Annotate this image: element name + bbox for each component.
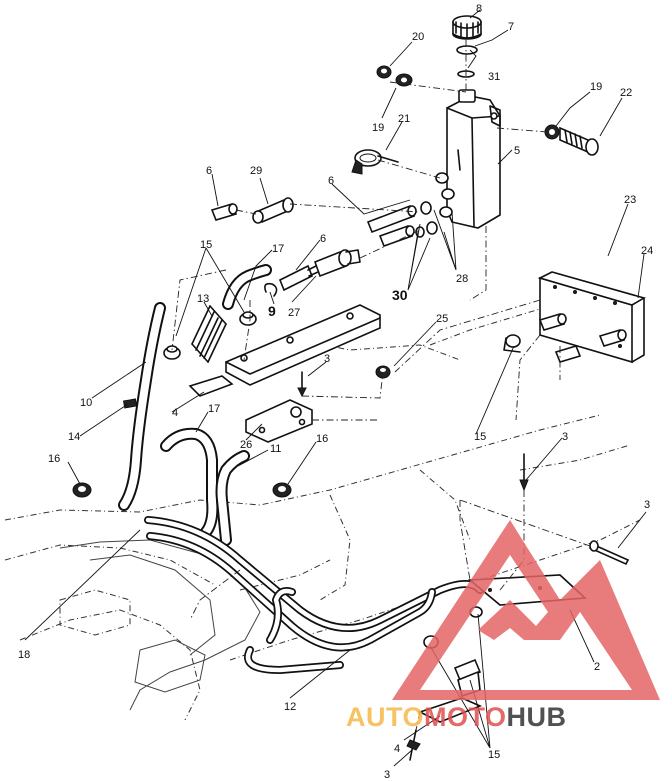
callout-3-bottom: 3 bbox=[384, 769, 390, 781]
callout-30: 30 bbox=[392, 287, 408, 303]
callout-22: 22 bbox=[620, 87, 632, 99]
callout-10: 10 bbox=[80, 397, 92, 409]
callout-4-upper: 4 bbox=[172, 407, 178, 419]
chassis-outline bbox=[4, 299, 641, 721]
hose-clamp bbox=[351, 149, 399, 175]
callout-15-upper: 15 bbox=[200, 239, 212, 251]
callout-3-right-side: 3 bbox=[644, 499, 650, 511]
long-hose bbox=[118, 302, 166, 511]
callout-7: 7 bbox=[508, 21, 514, 33]
fitting-29 bbox=[252, 197, 294, 224]
callout-labels: 8 7 20 31 19 22 19 21 5 6 29 6 23 24 6 2… bbox=[18, 3, 653, 781]
callout-19-right: 19 bbox=[590, 81, 602, 93]
callout-13: 13 bbox=[197, 293, 209, 305]
callout-5: 5 bbox=[514, 145, 520, 157]
callout-15-lower: 15 bbox=[488, 749, 500, 761]
assembly-center-lines bbox=[171, 40, 591, 731]
panel-studs bbox=[538, 313, 627, 363]
callout-23: 23 bbox=[624, 194, 636, 206]
hose-11 bbox=[215, 450, 250, 546]
radiator-cap bbox=[452, 15, 482, 40]
watermark-auto: AUTO bbox=[346, 702, 424, 732]
bracket-4-lower bbox=[417, 697, 483, 723]
watermark-logo: AUTOMOTOHUB bbox=[346, 520, 660, 732]
callout-2: 2 bbox=[594, 661, 600, 673]
grommet-15-right bbox=[503, 334, 521, 353]
svg-text:AUTOMOTOHUB: AUTOMOTOHUB bbox=[346, 702, 567, 732]
leader-lines bbox=[24, 9, 647, 767]
cap-gasket bbox=[456, 45, 478, 55]
coolant-tube-pair bbox=[144, 516, 484, 674]
upper-bracket bbox=[225, 304, 381, 386]
screw-bottom bbox=[406, 729, 421, 761]
callout-14: 14 bbox=[68, 431, 80, 443]
callout-25: 25 bbox=[436, 313, 448, 325]
hose-band bbox=[122, 398, 138, 409]
grommet-15-left bbox=[163, 345, 181, 360]
callout-6-top-left: 6 bbox=[206, 165, 212, 177]
tube-upper bbox=[366, 204, 417, 248]
callout-17-upper: 17 bbox=[272, 243, 284, 255]
connector-27 bbox=[278, 249, 361, 292]
bracket-4-left bbox=[188, 375, 234, 397]
nut-16-left bbox=[72, 482, 92, 498]
screw-upper bbox=[297, 371, 307, 398]
expansion-tank bbox=[435, 89, 501, 229]
callout-6-mid: 6 bbox=[328, 175, 334, 187]
callout-21: 21 bbox=[398, 113, 410, 125]
callout-24: 24 bbox=[641, 245, 653, 257]
spring bbox=[191, 305, 227, 363]
grommet-b bbox=[426, 221, 438, 235]
washer-right bbox=[544, 124, 560, 140]
callout-16-mid: 16 bbox=[316, 433, 328, 445]
callout-3-right-upper: 3 bbox=[562, 431, 568, 443]
nut bbox=[376, 65, 392, 79]
watermark-hub: HUB bbox=[507, 702, 567, 732]
callout-3-upper: 3 bbox=[324, 353, 330, 365]
callout-20: 20 bbox=[412, 31, 424, 43]
callout-27: 27 bbox=[288, 307, 300, 319]
callout-29: 29 bbox=[250, 165, 262, 177]
grommet-15-mid bbox=[239, 311, 257, 326]
clip-9 bbox=[264, 282, 278, 297]
callout-15-right: 15 bbox=[474, 431, 486, 443]
callout-12: 12 bbox=[284, 701, 296, 713]
callout-28: 28 bbox=[456, 273, 468, 285]
hose-17-lower bbox=[160, 427, 219, 538]
grommet-a bbox=[420, 201, 432, 215]
bolt bbox=[559, 126, 599, 156]
hose-17-upper bbox=[222, 264, 272, 310]
callout-8: 8 bbox=[476, 3, 482, 15]
callout-18: 18 bbox=[18, 649, 30, 661]
callout-9: 9 bbox=[268, 303, 276, 319]
screw-right-side bbox=[588, 540, 630, 566]
callout-4-lower: 4 bbox=[394, 743, 400, 755]
screw-right-upper bbox=[519, 453, 529, 492]
callout-19-left: 19 bbox=[372, 122, 384, 134]
callout-6-lower: 6 bbox=[320, 233, 326, 245]
callout-11: 11 bbox=[270, 443, 281, 455]
nut-16-mid bbox=[272, 482, 292, 498]
watermark-moto: MOTO bbox=[424, 702, 507, 732]
callout-17-lower: 17 bbox=[208, 403, 220, 415]
callout-31: 31 bbox=[488, 71, 500, 83]
bracket-26 bbox=[245, 399, 313, 443]
callout-26: 26 bbox=[240, 439, 252, 451]
callout-16-left: 16 bbox=[48, 453, 60, 465]
short-hose-6 bbox=[210, 203, 238, 221]
